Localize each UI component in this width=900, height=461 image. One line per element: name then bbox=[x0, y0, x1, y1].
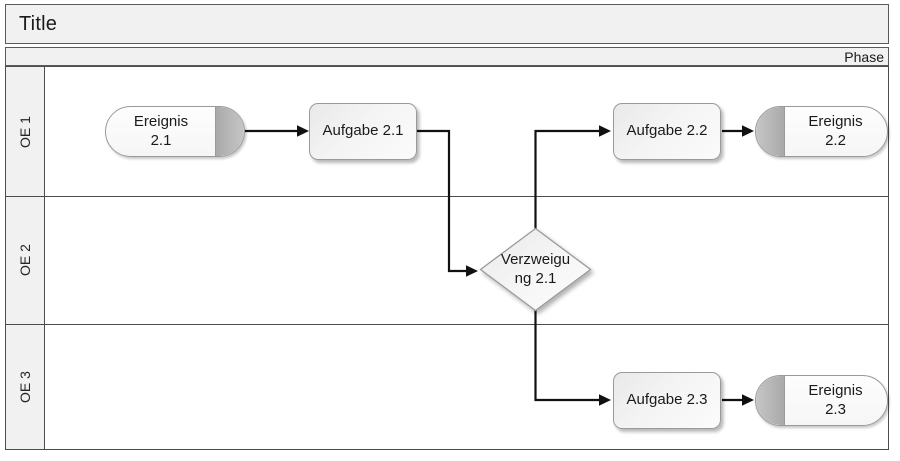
swimlane-oe2-body bbox=[45, 197, 888, 324]
event-label-line1: Ereignis bbox=[133, 113, 189, 131]
task-aufgabe-2-2: Aufgabe 2.2 bbox=[613, 103, 721, 160]
swimlane-oe3-body bbox=[45, 324, 888, 449]
swimlane-oe3-label: OE 3 bbox=[17, 370, 33, 403]
event-label-line2: 2.1 bbox=[150, 131, 172, 149]
decision-verzweigung-2-1: Verzweigu ng 2.1 bbox=[480, 228, 591, 311]
swimlane-oe2: OE 2 bbox=[6, 196, 888, 324]
event-label-line2: 2.3 bbox=[825, 400, 846, 418]
swimlane-oe2-label: OE 2 bbox=[17, 244, 33, 277]
diagram-title-bar: Title bbox=[5, 4, 889, 44]
task-label: Aufgabe 2.2 bbox=[626, 122, 708, 140]
event-label-line1: Ereignis bbox=[808, 382, 863, 400]
swimlane-oe2-header: OE 2 bbox=[6, 197, 45, 324]
task-aufgabe-2-3: Aufgabe 2.3 bbox=[613, 372, 721, 429]
swimlane-oe3: OE 3 bbox=[6, 323, 888, 449]
diagram-title: Title bbox=[19, 12, 58, 35]
swimlane-oe1-label: OE 1 bbox=[17, 115, 33, 148]
event-ereignis-2-2: Ereignis 2.2 bbox=[755, 106, 888, 157]
swimlane-oe1-header: OE 1 bbox=[6, 67, 45, 197]
event-label-line2: 2.2 bbox=[825, 131, 846, 149]
phase-bar: Phase bbox=[5, 47, 889, 66]
task-aufgabe-2-1: Aufgabe 2.1 bbox=[309, 103, 417, 160]
swimlane-oe3-header: OE 3 bbox=[6, 324, 45, 449]
decision-label-line1: Verzweigu bbox=[500, 251, 571, 269]
event-ereignis-2-3: Ereignis 2.3 bbox=[755, 375, 888, 426]
task-label: Aufgabe 2.3 bbox=[626, 391, 708, 409]
phase-label: Phase bbox=[844, 48, 884, 65]
task-label: Aufgabe 2.1 bbox=[322, 122, 404, 140]
event-ereignis-2-1: Ereignis 2.1 bbox=[105, 106, 245, 157]
event-label-line1: Ereignis bbox=[808, 113, 863, 131]
decision-label-line2: ng 2.1 bbox=[514, 269, 557, 287]
